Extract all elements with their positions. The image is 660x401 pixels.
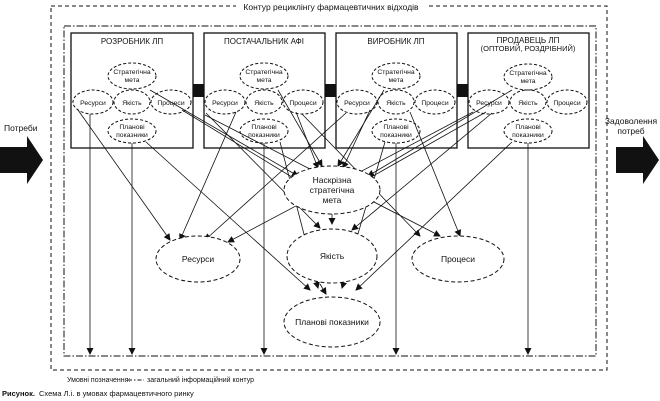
- information-contour: [63, 25, 597, 357]
- goal-label: Стратегічна: [377, 68, 415, 76]
- satisfaction-label-2: потреб: [617, 126, 644, 136]
- outer-contour: [50, 5, 608, 371]
- legend-label: Умовні позначення:: [67, 376, 130, 384]
- goal-label: Стратегічна: [113, 68, 151, 76]
- legend-item: загальний інформаційний контур: [147, 376, 254, 384]
- resources-label: Ресурси: [212, 100, 238, 107]
- box-seller: ПРОДАВЕЦЬ ЛП (ОПТОВИЙ, РОЗДРІБНИЙ) Страт…: [467, 32, 590, 149]
- processes-label: Процеси: [421, 100, 448, 107]
- resources-label: Ресурси: [344, 100, 370, 107]
- goal-label: Стратегічна: [509, 69, 547, 77]
- central-goal-label-2: стратегічна: [310, 185, 355, 195]
- goal-arrows: [149, 89, 513, 183]
- outer-title: Контур рециклінгу фармацевтичних відході…: [243, 2, 419, 12]
- box-developer: РОЗРОБНИК ЛП Стратегічна мета Ресурси Як…: [70, 32, 194, 149]
- box-connector-3: [457, 84, 468, 97]
- central-quality-label: Якість: [320, 251, 345, 261]
- central-processes-label: Процеси: [441, 254, 475, 264]
- plan-label: Планові: [515, 123, 541, 131]
- processes-label: Процеси: [553, 100, 580, 107]
- central-goal-label-1: Наскрізна: [313, 175, 352, 185]
- goal-label-2: мета: [124, 77, 139, 84]
- box-title: РОЗРОБНИК ЛП: [101, 37, 164, 46]
- plan-label: Планові: [251, 123, 277, 131]
- box-api-supplier: ПОСТАЧАЛЬНИК АФІ Стратегічна мета Ресурс…: [203, 32, 326, 149]
- plan-label-2: показники: [380, 132, 412, 139]
- box-manufacturer: ВИРОБНИК ЛП Стратегічна мета Ресурси Які…: [335, 32, 458, 149]
- box-title: ПОСТАЧАЛЬНИК АФІ: [224, 37, 304, 46]
- box-subtitle: (ОПТОВИЙ, РОЗДРІБНИЙ): [481, 44, 576, 53]
- box-title: ПРОДАВЕЦЬ ЛП: [497, 36, 560, 45]
- resources-label: Ресурси: [80, 100, 106, 107]
- needs-label: Потреби: [4, 123, 38, 133]
- central-quality: Якість: [286, 228, 378, 284]
- needs-arrow: [0, 136, 43, 184]
- figure-caption-label: Рисунок.: [2, 389, 35, 398]
- goal-label-2: мета: [520, 78, 535, 85]
- quality-label: Якість: [122, 99, 142, 107]
- satisfaction-label-1: Задоволення: [605, 116, 658, 126]
- box-connector-1: [193, 84, 204, 97]
- box-title: ВИРОБНИК ЛП: [367, 37, 424, 46]
- central-resources-label: Ресурси: [182, 254, 214, 264]
- goal-label-2: мета: [388, 77, 403, 84]
- plan-label: Планові: [119, 123, 145, 131]
- plan-label: Планові: [383, 123, 409, 131]
- central-plan-label: Планові показники: [295, 317, 369, 327]
- plan-label-2: показники: [512, 132, 544, 139]
- plan-label-2: показники: [248, 132, 280, 139]
- goal-label: Стратегічна: [245, 68, 283, 76]
- figure-caption-text: Схема Л.і. в умовах фармацевтичного ринк…: [39, 389, 194, 398]
- central-processes: Процеси: [411, 235, 505, 283]
- goal-label-2: мета: [256, 77, 271, 84]
- satisfaction-arrow: [616, 136, 659, 184]
- box-connector-2: [325, 84, 336, 97]
- quality-label: Якість: [518, 99, 538, 107]
- processes-label: Процеси: [157, 100, 184, 107]
- quality-label: Якість: [254, 99, 274, 107]
- quality-label: Якість: [386, 99, 406, 107]
- central-plan: Планові показники: [283, 296, 381, 348]
- central-goal: Наскрізна стратегічна мета: [283, 165, 381, 215]
- central-goal-label-3: мета: [323, 195, 342, 205]
- plan-label-2: показники: [116, 132, 148, 139]
- processes-label: Процеси: [289, 100, 316, 107]
- central-resources: Ресурси: [155, 235, 241, 283]
